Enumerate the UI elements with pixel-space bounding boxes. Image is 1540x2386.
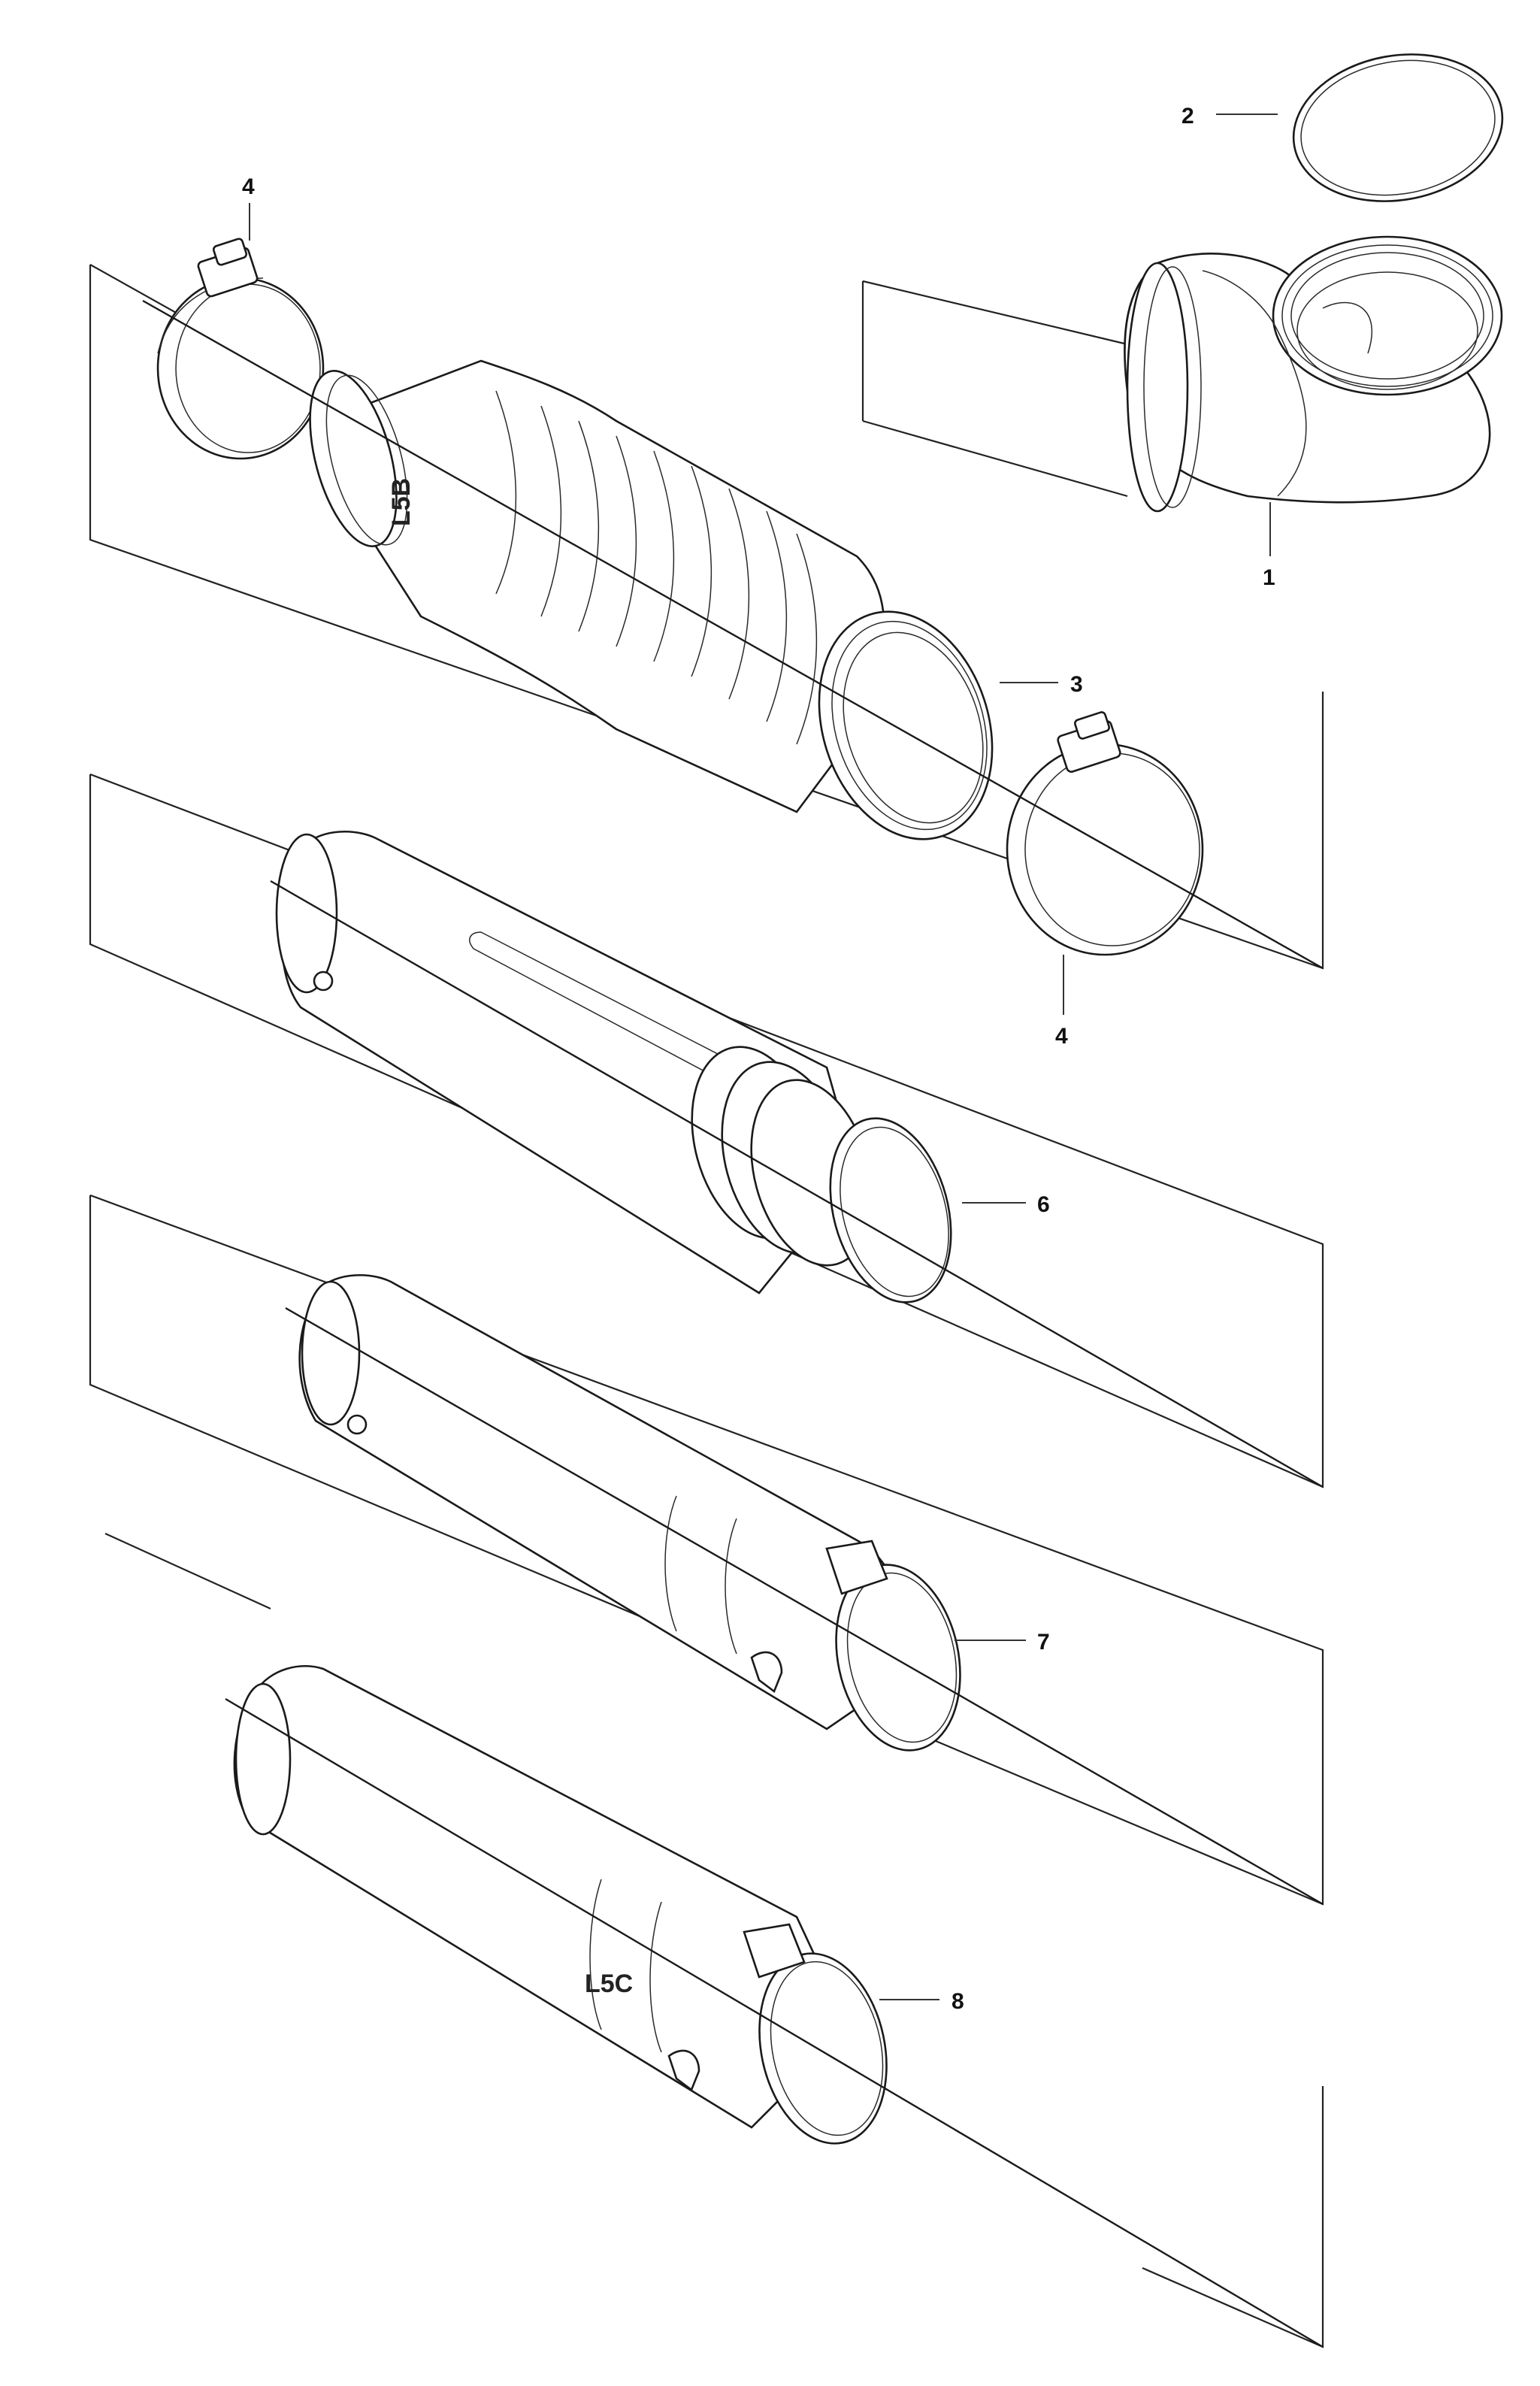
callout-6: 6	[1037, 1192, 1050, 1217]
callout-7: 7	[1037, 1630, 1050, 1655]
callout-4-upper: 4	[242, 174, 255, 199]
part-2-o-ring	[1292, 53, 1504, 202]
part-7-tube	[298, 1273, 961, 1752]
bellows-mark: L5B	[387, 478, 416, 526]
callout-1: 1	[1263, 565, 1275, 590]
part-3-bellows: L5B	[309, 359, 994, 840]
callout-2: 2	[1181, 104, 1194, 129]
part-6-tube	[275, 830, 952, 1304]
leader-lines	[249, 114, 1278, 2000]
part-4-hose-clamp-upper	[156, 238, 325, 460]
callout-4-lower: 4	[1055, 1024, 1068, 1049]
assembly-axes	[142, 299, 1324, 2348]
callout-labels: 1 2 3 4 4 6 7 8	[242, 104, 1275, 2014]
callout-8: 8	[952, 1989, 964, 2014]
part-8-tube: L5C	[233, 1664, 888, 2145]
tube8-mark: L5C	[585, 1970, 633, 1998]
part-1-elbow	[1124, 235, 1503, 513]
part-4-hose-clamp-lower	[1006, 711, 1204, 956]
callout-3: 3	[1070, 672, 1083, 697]
